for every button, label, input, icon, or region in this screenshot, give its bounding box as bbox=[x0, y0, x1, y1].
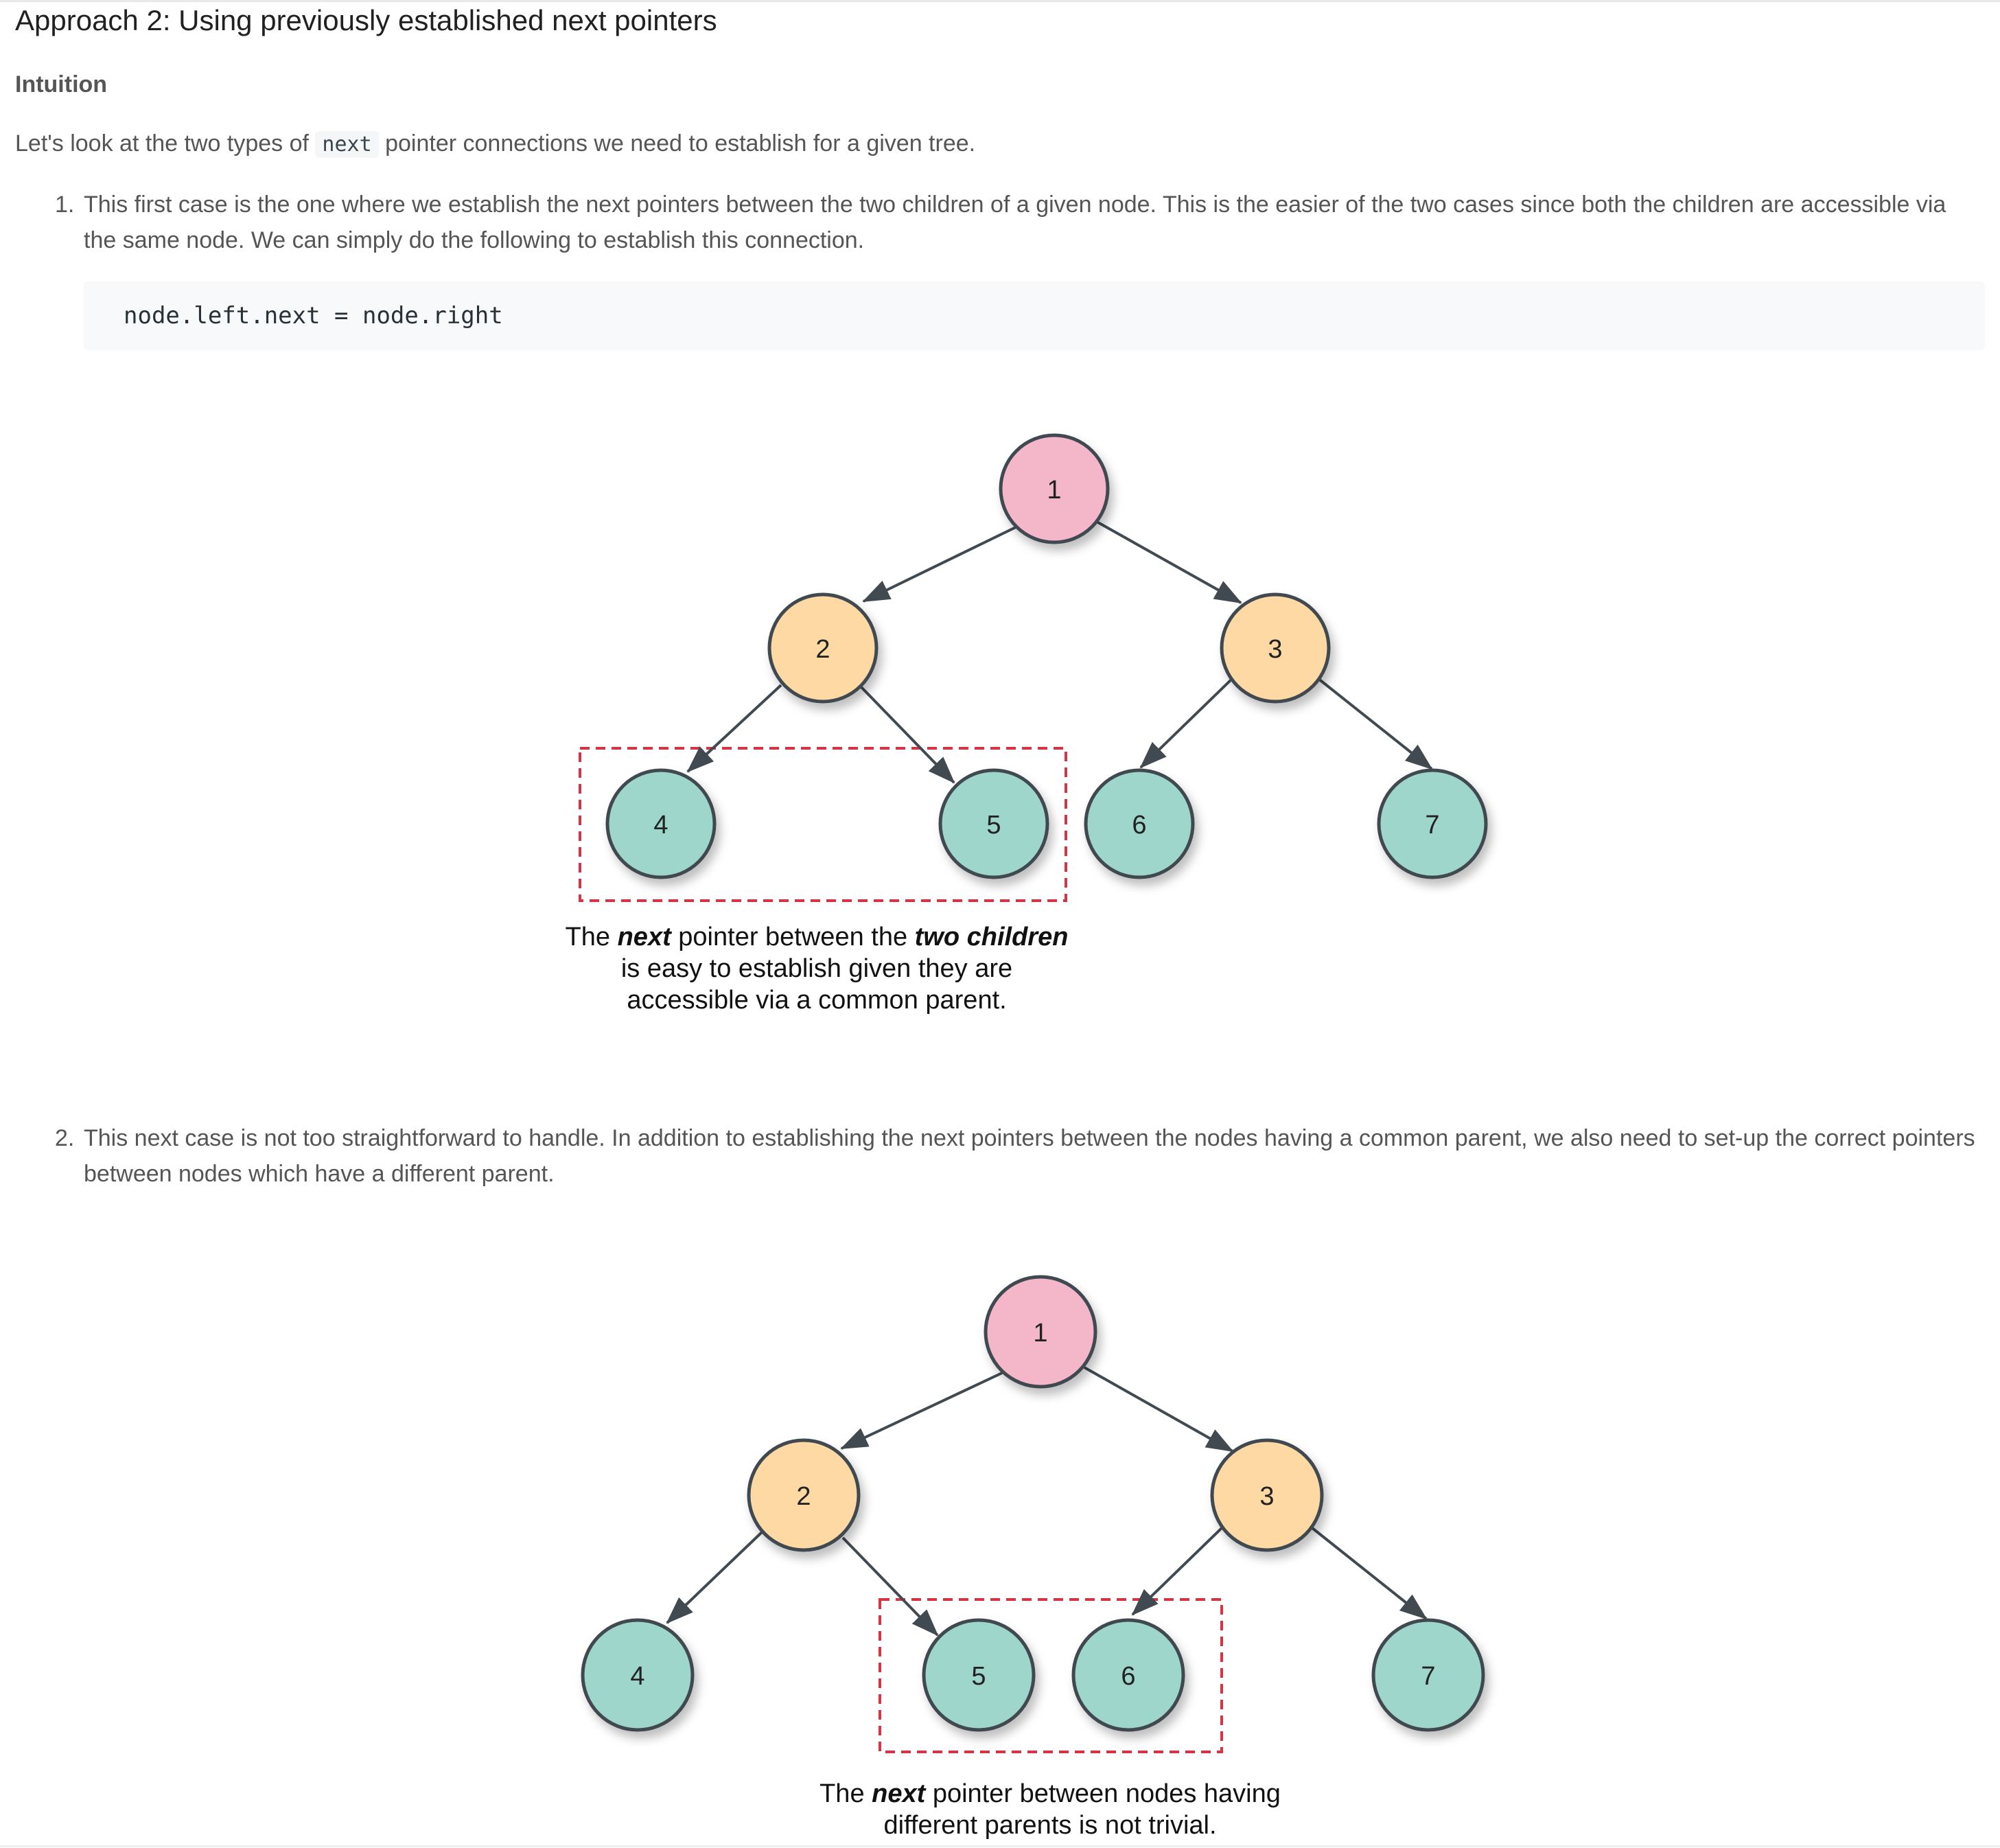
caption-1-part-3: is easy to establish given they are acce… bbox=[620, 954, 1013, 1015]
list-item-2-number: 2. bbox=[55, 1125, 75, 1151]
diagram-2-edge-3-7 bbox=[1311, 1527, 1428, 1620]
diagram-2-node-1 bbox=[984, 1275, 1097, 1389]
code-line: node.left.next = node.right bbox=[124, 302, 503, 330]
diagram-1-node-3-label: 3 bbox=[1268, 635, 1282, 664]
diagram-1: 1 2 3 4 5 6 7 bbox=[579, 433, 1488, 902]
diagram-2-node-2 bbox=[747, 1438, 861, 1552]
caption-1-emphasis-two-children: two children bbox=[914, 923, 1069, 951]
diagram-1-node-2 bbox=[767, 592, 879, 704]
diagram-1-edge-2-5 bbox=[858, 684, 955, 784]
caption-1-part-2: pointer between the bbox=[671, 923, 915, 951]
diagram-2-node-5-label: 5 bbox=[971, 1662, 986, 1691]
diagram-1-edge-1-2 bbox=[862, 526, 1016, 603]
diagram-1-node-5-label: 5 bbox=[986, 811, 1001, 840]
diagram-1-node-7 bbox=[1377, 768, 1488, 879]
diagram-2-node-3-label: 3 bbox=[1259, 1482, 1274, 1511]
diagram-2-caption: The next pointer between nodes having di… bbox=[776, 1778, 1325, 1841]
diagram-1-node-1-label: 1 bbox=[1047, 476, 1061, 505]
diagram-2: 1 2 3 4 5 6 7 bbox=[581, 1275, 1485, 1753]
list-item-2-text: This next case is not too straightforwar… bbox=[84, 1125, 1975, 1187]
diagram-2-dashed-box bbox=[879, 1598, 1223, 1753]
diagram-1-edge-3-7 bbox=[1316, 677, 1433, 770]
list-item-1: 1. This first case is the one where we e… bbox=[55, 187, 1977, 258]
list-item-2: 2. This next case is not too straightfor… bbox=[55, 1120, 1977, 1192]
diagram-1-node-7-label: 7 bbox=[1425, 811, 1439, 840]
intro-text-after: pointer connections we need to establish… bbox=[378, 130, 976, 157]
diagram-1-edge-1-3 bbox=[1096, 520, 1242, 604]
diagram-2-node-7-label: 7 bbox=[1421, 1662, 1435, 1691]
intro-text-before: Let's look at the two types of bbox=[15, 130, 316, 157]
diagram-1-node-6-label: 6 bbox=[1132, 811, 1146, 840]
diagram-1-node-4 bbox=[605, 768, 717, 879]
intro-paragraph: Let's look at the two types of next poin… bbox=[15, 126, 975, 163]
list-item-1-text: This first case is the one where we esta… bbox=[84, 192, 1946, 253]
diagram-1-node-6 bbox=[1084, 768, 1195, 879]
diagram-2-node-4 bbox=[581, 1618, 695, 1732]
diagram-1-edge-2-4 bbox=[686, 684, 782, 773]
diagram-1-node-5 bbox=[938, 768, 1049, 879]
bottom-divider bbox=[0, 1845, 2000, 1847]
diagram-1-node-2-label: 2 bbox=[815, 635, 830, 664]
approach-heading: Approach 2: Using previously established… bbox=[15, 4, 717, 36]
caption-2-part-2: pointer between nodes having different p… bbox=[883, 1779, 1281, 1840]
code-block: node.left.next = node.right bbox=[84, 281, 1985, 350]
caption-1-emphasis-next: next bbox=[617, 923, 671, 951]
diagram-1-caption: The next pointer between the two childre… bbox=[563, 921, 1071, 1016]
diagram-1-node-4-label: 4 bbox=[653, 811, 668, 840]
caption-1-part-1: The bbox=[565, 923, 618, 951]
top-divider bbox=[0, 0, 2000, 2]
diagram-2-edge-1-3 bbox=[1084, 1366, 1234, 1453]
diagram-2-node-4-label: 4 bbox=[630, 1662, 644, 1691]
diagram-2-node-1-label: 1 bbox=[1033, 1319, 1047, 1348]
diagram-2-node-5 bbox=[922, 1618, 1036, 1732]
diagram-2-node-3 bbox=[1210, 1438, 1324, 1552]
diagram-1-node-1 bbox=[999, 433, 1110, 544]
diagram-2-node-7 bbox=[1371, 1618, 1485, 1732]
diagram-1-node-3 bbox=[1220, 592, 1331, 704]
list-item-1-number: 1. bbox=[55, 192, 75, 218]
diagram-2-edge-2-4 bbox=[666, 1531, 763, 1624]
diagram-1-dashed-box bbox=[579, 747, 1067, 902]
inline-code-next: next bbox=[315, 131, 379, 158]
intuition-subheading: Intuition bbox=[15, 71, 108, 97]
diagram-2-edge-2-5 bbox=[841, 1536, 939, 1637]
diagram-2-node-6 bbox=[1071, 1618, 1185, 1732]
diagram-2-edge-1-2 bbox=[840, 1372, 1003, 1450]
diagram-2-node-2-label: 2 bbox=[796, 1482, 811, 1511]
caption-2-emphasis-next: next bbox=[872, 1779, 926, 1808]
diagram-2-node-6-label: 6 bbox=[1121, 1662, 1135, 1691]
diagram-2-edge-3-6 bbox=[1131, 1525, 1224, 1616]
caption-2-part-1: The bbox=[819, 1779, 872, 1808]
diagram-1-edge-3-6 bbox=[1139, 677, 1234, 769]
